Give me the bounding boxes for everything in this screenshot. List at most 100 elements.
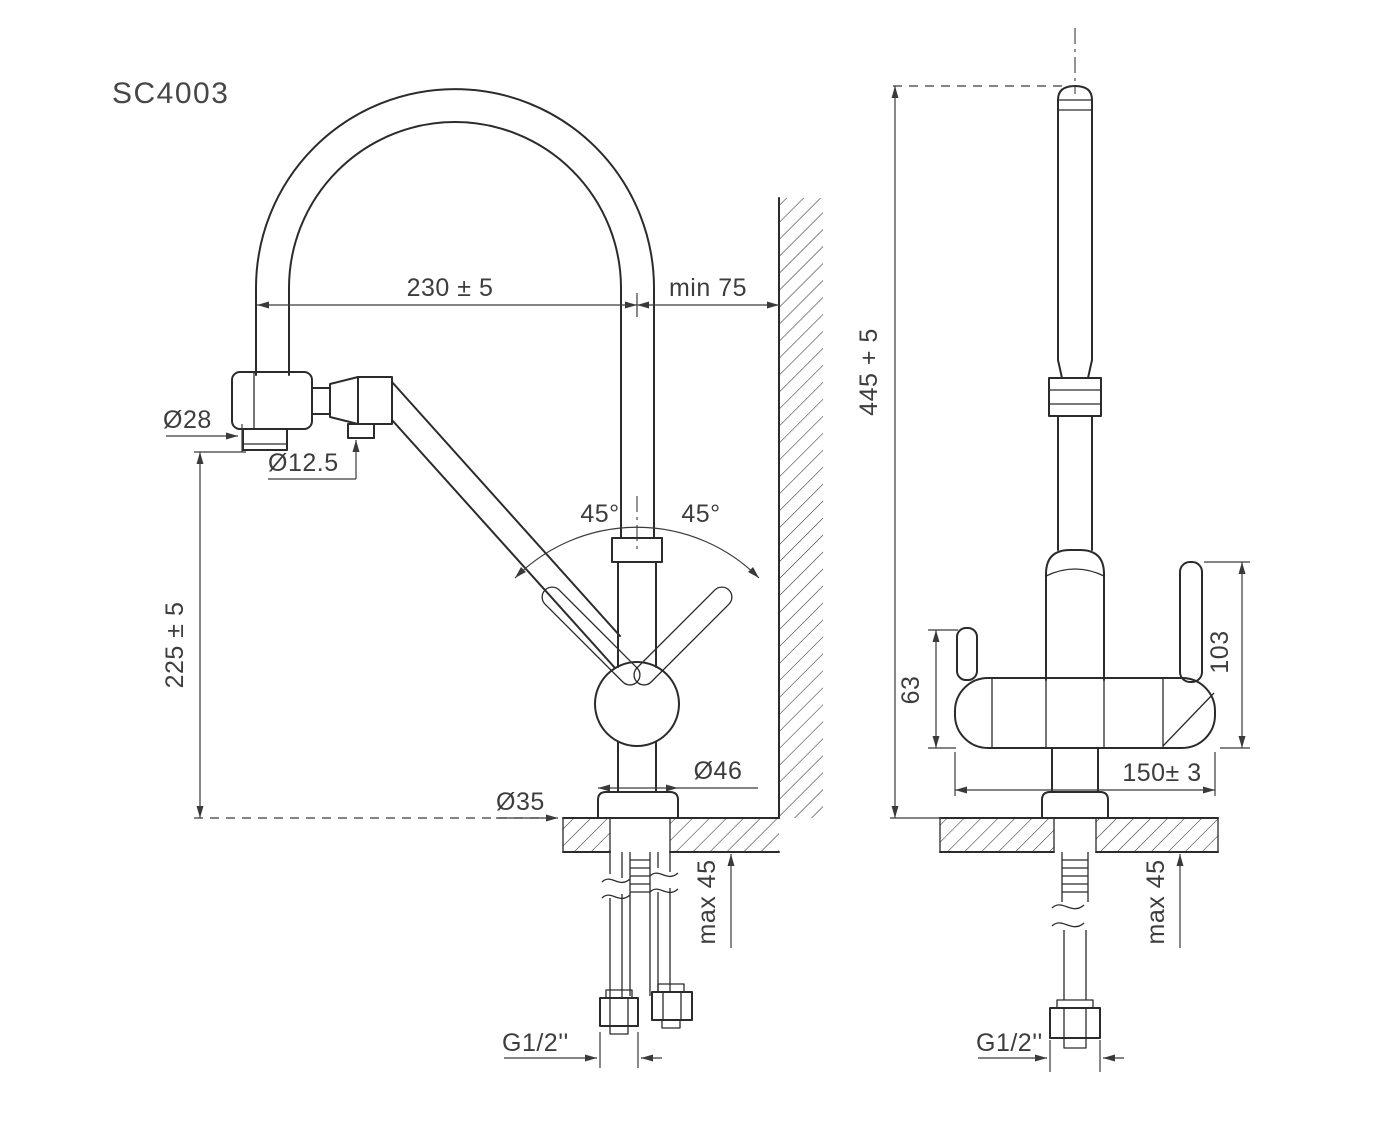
lever-position-right: [633, 586, 733, 686]
dim-lever-height: 103: [1204, 561, 1250, 749]
counter-hatch-left: [563, 818, 610, 852]
label-thread: G1/2'': [502, 1029, 569, 1057]
right-hose-lines: [657, 852, 671, 992]
label-thread: G1/2'': [976, 1029, 1043, 1057]
spout-collar: [611, 537, 663, 563]
side-lever-positions: [541, 586, 733, 686]
front-body: [954, 549, 1216, 819]
label-spout-reach: 230 ± 5: [407, 274, 494, 302]
filter-handle: [956, 627, 978, 681]
spout-tube-upper: [1057, 99, 1093, 361]
dim-spout-reach: 230 ± 5: [257, 274, 638, 317]
dim-wall-clearance: min 75: [637, 274, 779, 309]
left-hose-lines: [609, 852, 623, 998]
side-dimensions: 230 ± 5 min 75 Ø28 Ø12.5 225 ± 5 45° 45: [161, 274, 779, 1068]
front-dimensions: 445 + 5 63 103 150± 3 max 45: [855, 85, 1250, 1072]
ball-joint: [594, 661, 680, 747]
side-countertop: [562, 817, 780, 853]
nut-body: [651, 991, 693, 1021]
nut-facets: [1063, 1008, 1087, 1038]
side-body: [597, 741, 679, 819]
body-column-lines: [1051, 747, 1099, 793]
spray-head-body: [231, 371, 313, 430]
dim-hole-diameter: Ø35: [496, 788, 558, 822]
label-outlet-height: 225 ± 5: [161, 602, 189, 689]
counter-edges: [939, 818, 1219, 852]
side-under-counter: [599, 852, 693, 1035]
hose-upper-line: [391, 381, 621, 637]
head-connector: [311, 387, 331, 415]
dim-total-height: 445 + 5: [855, 85, 1075, 819]
label-hose-diameter: Ø12.5: [268, 449, 339, 477]
nut-collar: [1056, 999, 1094, 1009]
lever-boot-line: [1162, 692, 1215, 747]
dim-handle-height: 63: [897, 629, 958, 749]
wall-hatch: [779, 198, 823, 818]
hose-break: [1051, 904, 1085, 928]
label-swivel-right: 45°: [681, 500, 720, 528]
label-base-diameter: Ø46: [694, 757, 743, 785]
label-swivel-left: 45°: [580, 500, 619, 528]
counter-hatch-right: [1096, 818, 1218, 852]
nut-body: [599, 997, 639, 1027]
label-base-width: 150± 3: [1122, 759, 1201, 787]
hose-nipple: [347, 423, 375, 439]
spout-dock: [1045, 549, 1105, 681]
dim-outlet-height: 225 ± 5: [161, 451, 560, 819]
right-hose-nut: [651, 983, 693, 1029]
hose-lines: [1063, 930, 1087, 1000]
dock-seam: [1045, 568, 1105, 577]
base-flange: [1041, 791, 1109, 819]
gooseneck-outer-line: [255, 88, 655, 539]
shank-thread-ticks: [1062, 859, 1088, 893]
label-head-diameter: Ø28: [163, 406, 212, 434]
dim-base-diameter: Ø46: [598, 757, 758, 792]
nut-collar: [657, 983, 685, 993]
side-spray-head: [231, 371, 393, 451]
nut-tail: [661, 1019, 681, 1029]
base-flange: [597, 791, 679, 819]
head-joint: [329, 376, 359, 425]
label-deck-thickness: max 45: [1142, 860, 1170, 945]
dim-base-width: 150± 3: [954, 752, 1216, 796]
front-view: [939, 28, 1219, 1049]
spray-head-nozzle: [242, 428, 288, 451]
shank-thread-ticks: [630, 859, 650, 893]
dim-swivel-angle: 45° 45°: [514, 496, 760, 579]
nut-facets: [609, 998, 629, 1026]
label-hole-diameter: Ø35: [496, 788, 545, 816]
label-wall-clearance: min 75: [669, 274, 747, 302]
body-column-lines: [617, 741, 657, 793]
label-lever-height: 103: [1206, 630, 1234, 673]
body-seams: [991, 678, 1164, 748]
nut-tail: [609, 1025, 629, 1035]
gooseneck-inner-line: [288, 121, 622, 539]
nut-tail: [1063, 1037, 1087, 1049]
shank-lines: [629, 852, 651, 996]
dim-hose-diameter: Ø12.5: [268, 440, 360, 480]
nut-body: [1049, 1007, 1101, 1039]
front-under-counter: [1049, 852, 1101, 1049]
spout-tube-lower: [1057, 415, 1093, 551]
side-spout: [255, 88, 663, 668]
nut-facets: [662, 992, 682, 1020]
dim-thread-front: G1/2'': [976, 1029, 1124, 1072]
counter-hatch-left: [940, 818, 1054, 852]
counter-hatch-right: [670, 818, 779, 852]
dim-thread-side: G1/2'': [502, 1029, 662, 1068]
spout-cap-rings: [1058, 99, 1092, 111]
right-hose-break: [649, 872, 679, 894]
front-countertop: [939, 817, 1219, 853]
side-spray-hose: [391, 381, 621, 669]
front-spout: [1048, 85, 1102, 551]
left-hose-break: [601, 878, 631, 900]
dim-deck-thickness-side: max 45: [693, 854, 735, 948]
spout-taper: [1057, 359, 1093, 379]
spout-union-rings: [1049, 389, 1101, 405]
dim-head-diameter: Ø28: [163, 406, 243, 452]
dim-deck-thickness-front: max 45: [1142, 854, 1184, 948]
model-number: SC4003: [112, 77, 229, 110]
mixer-lever: [1179, 561, 1203, 683]
